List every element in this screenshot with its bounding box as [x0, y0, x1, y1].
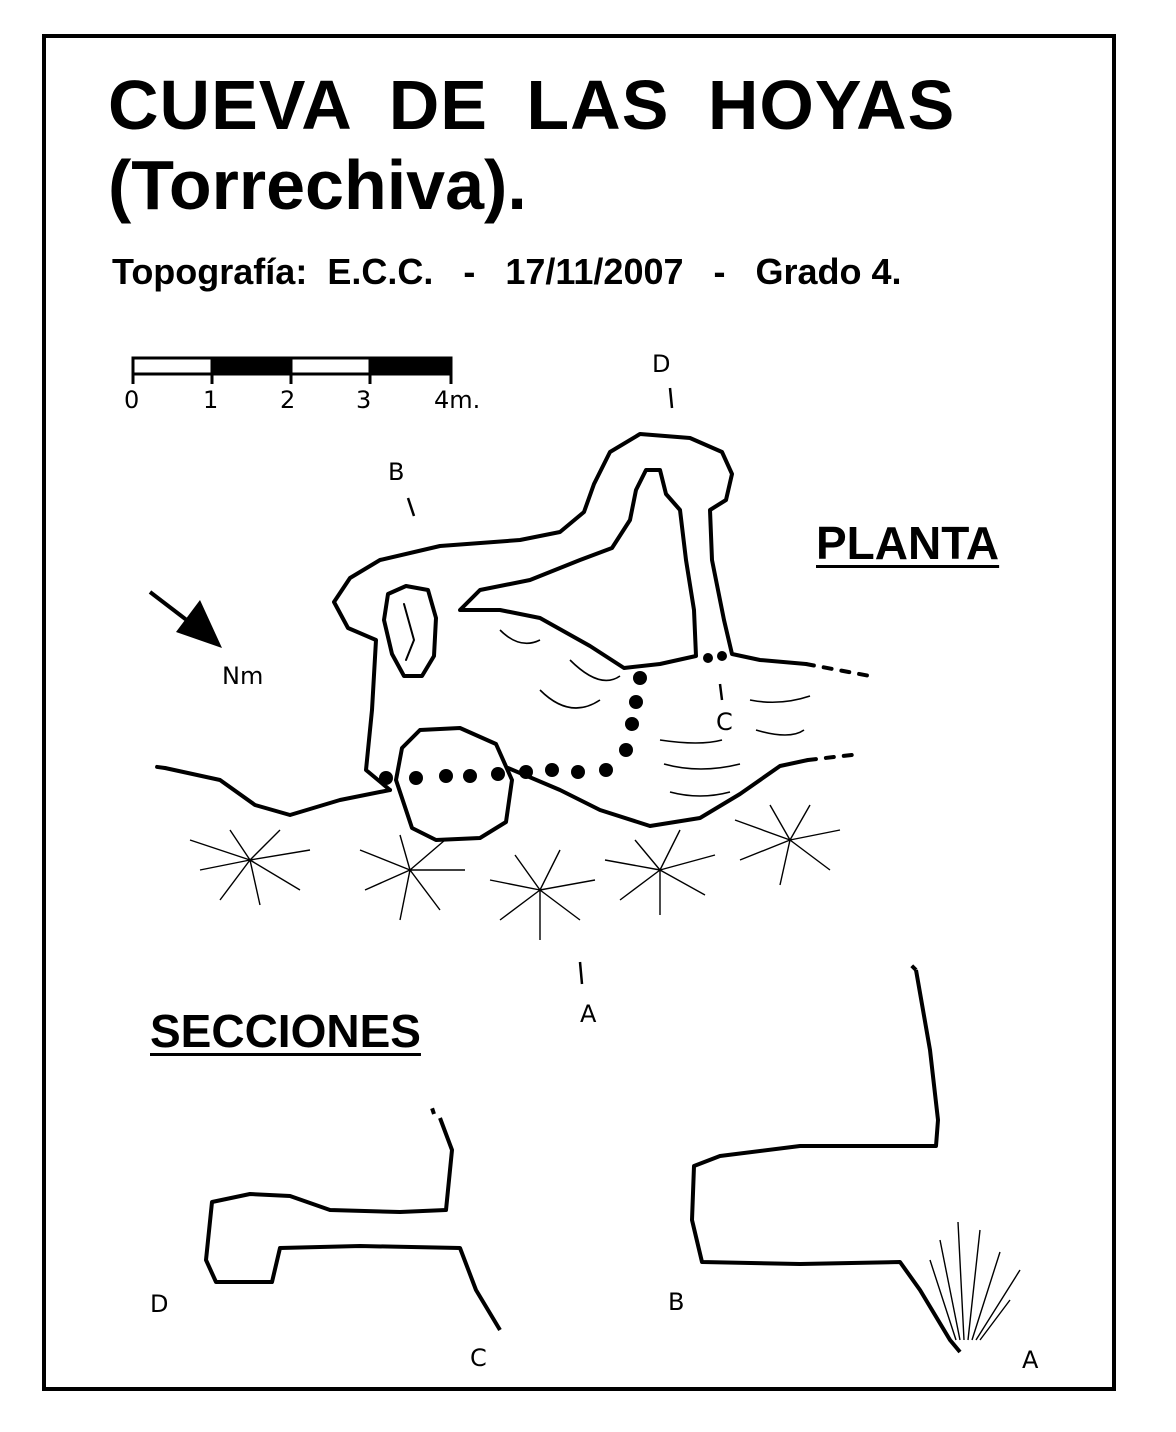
scale-tick-1: 1: [203, 386, 218, 414]
map-title: CUEVA DE LAS HOYAS: [108, 66, 956, 144]
cave-plan: [148, 432, 872, 842]
map-frame: [42, 34, 1116, 1391]
plan-heading: PLANTA: [816, 517, 1000, 569]
section-dc-left-label: D: [150, 1290, 168, 1318]
scale-bar: [131, 356, 453, 384]
section-ba-left-label: B: [668, 1288, 684, 1316]
section-profile-ba: [690, 962, 962, 1354]
sections-heading: SECCIONES: [150, 1005, 421, 1057]
north-arrow-icon: [148, 590, 222, 648]
section-marker-d: D: [652, 350, 670, 378]
north-label: Nm: [222, 662, 263, 690]
grass-icon: [929, 1221, 1021, 1341]
section-profile-dc: [204, 1107, 502, 1332]
section-marker-b: B: [388, 458, 404, 486]
scale-tick-2: 2: [280, 386, 295, 414]
map-subtitle: Topografía: E.C.C. - 17/11/2007 - Grado …: [112, 251, 902, 292]
scale-tick-3: 3: [356, 386, 371, 414]
map-title-location: (Torrechiva).: [108, 146, 527, 224]
scale-tick-0: 0: [124, 386, 139, 414]
section-marker-c: C: [716, 708, 733, 736]
section-marker-a: A: [580, 1000, 597, 1028]
slope-lines: [499, 629, 811, 797]
section-markers: [406, 387, 724, 985]
vegetation-icon: [189, 804, 841, 940]
scale-tick-4: 4m.: [434, 386, 480, 414]
section-dc-right-label: C: [470, 1344, 487, 1372]
passage-dots: [379, 651, 727, 785]
section-ba-right-label: A: [1022, 1346, 1039, 1374]
